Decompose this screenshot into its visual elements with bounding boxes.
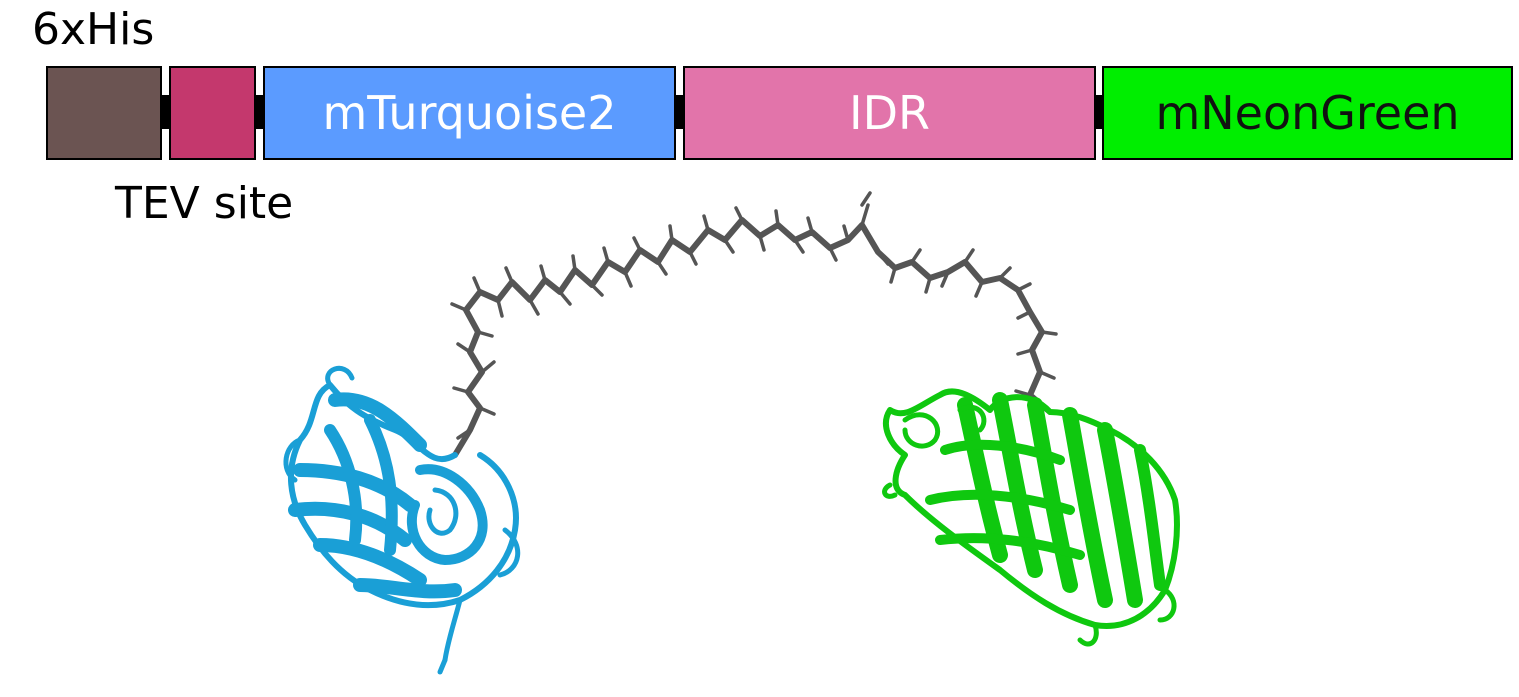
- tev-site-label: TEV site: [115, 178, 294, 229]
- his-tag-label: 6xHis: [32, 4, 155, 55]
- domain-label: mTurquoise2: [322, 86, 617, 140]
- domain-tev-site: [169, 66, 256, 160]
- domain-mneongreen: mNeonGreen: [1102, 66, 1513, 160]
- mneongreen-structure: [882, 388, 1180, 647]
- domain-idr: IDR: [683, 66, 1096, 160]
- domain-mturquoise2: mTurquoise2: [263, 66, 676, 160]
- mturquoise2-structure: [283, 365, 521, 675]
- idr-chain: [450, 191, 1058, 458]
- domain-label: IDR: [849, 86, 930, 140]
- domain-6xhis: [46, 66, 162, 160]
- domain-label: mNeonGreen: [1155, 86, 1460, 140]
